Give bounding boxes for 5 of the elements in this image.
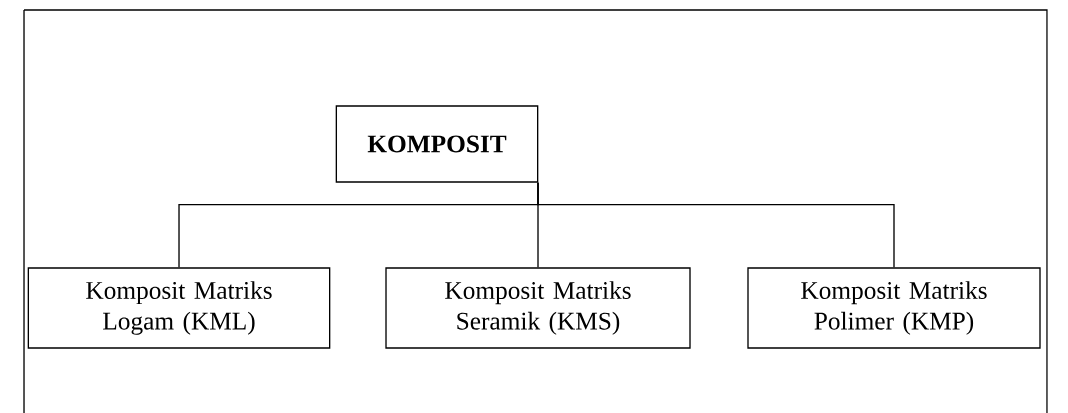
title-box: KOMPOSIT [335, 105, 539, 183]
connector-line [537, 182, 895, 268]
category-box: Komposit Matriks Seramik (KMS) [385, 267, 691, 349]
category-box: Komposit Matriks Logam (KML) [27, 267, 331, 349]
category-box: Komposit Matriks Polimer (KMP) [747, 267, 1041, 349]
